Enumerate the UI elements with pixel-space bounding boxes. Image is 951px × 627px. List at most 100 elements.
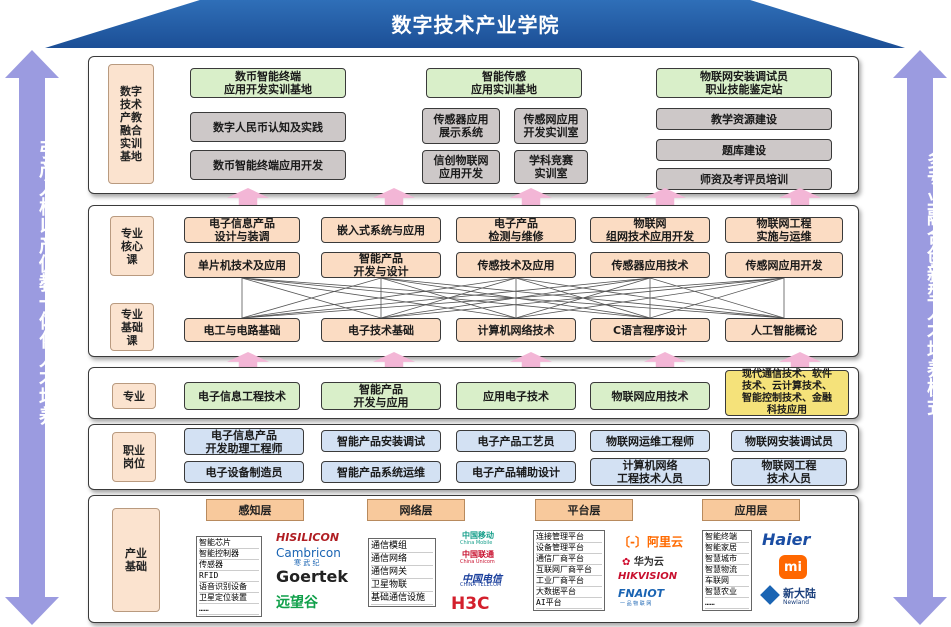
- course-connection-lines: [241, 277, 785, 319]
- huawei-flower-icon: ✿: [622, 557, 631, 568]
- core-course-2-1: 单片机技术及应用: [184, 252, 300, 278]
- left-double-arrow: [5, 50, 59, 625]
- core-course-2-5: 传感网应用开发: [725, 252, 843, 278]
- newland-logo: 新大陆: [783, 587, 816, 600]
- china-telecom-sub: CHINA TELECOM: [460, 582, 502, 588]
- dcep-terminal-dev-box: 数币智能终端应用开发: [190, 150, 346, 180]
- industry-label: 产业 基础: [112, 508, 160, 612]
- xinchuang-iot-box: 信创物联网 应用开发: [422, 150, 500, 184]
- page-title: 数字技术产业学院: [391, 13, 560, 37]
- list-item: 通信网络: [371, 553, 433, 566]
- list-item: 卫星物联: [371, 579, 433, 592]
- platform-layer-header: 平台层: [535, 499, 633, 521]
- core-course-1-4: 物联网 组网技术应用开发: [590, 217, 710, 243]
- aliyun-logo: 〔-〕阿里云: [618, 533, 683, 550]
- training-base-label: 数字 技术 产教 融合 实训 基地: [108, 64, 154, 184]
- huawei-cloud-name: 华为云: [633, 557, 664, 568]
- job-1-4: 物联网运维工程师: [590, 430, 710, 452]
- job-2-2: 智能产品系统运维: [321, 461, 441, 483]
- list-item: 智能家居: [705, 543, 749, 554]
- list-item: 智慧城市: [705, 554, 749, 565]
- basic-course-4: C语言程序设计: [590, 318, 710, 342]
- hisilicon-logo: HISILICON: [276, 531, 340, 544]
- list-item: 传感器: [199, 560, 259, 571]
- competition-lab-box: 学科竞赛 实训室: [514, 150, 588, 184]
- core-course-1-1: 电子信息产品 设计与装调: [184, 217, 300, 243]
- list-item: 工业厂商平台: [536, 576, 602, 587]
- huawei-cloud-logo: ✿ 华为云: [622, 553, 664, 568]
- job-1-5: 物联网安装调试员: [731, 430, 847, 452]
- list-item: 智慧农业: [705, 587, 749, 598]
- china-telecom-logo: 中国电信: [462, 574, 502, 585]
- list-item: ……: [705, 598, 749, 609]
- course-link-line: [241, 277, 382, 319]
- question-bank-box: 题库建设: [656, 139, 832, 161]
- major-2: 智能产品 开发与应用: [321, 382, 441, 410]
- application-layer-header: 应用层: [702, 499, 800, 521]
- core-course-2-3: 传感技术及应用: [456, 252, 576, 278]
- cambricon-sub: 寒 武 纪: [294, 559, 320, 567]
- xiaomi-logo: mi: [779, 555, 807, 579]
- china-unicom-sub: China Unicom: [460, 559, 495, 565]
- aliyun-icon: 〔-〕: [618, 535, 647, 549]
- basic-course-3: 计算机网络技术: [456, 318, 576, 342]
- major-4: 物联网应用技术: [590, 382, 710, 410]
- job-2-5: 物联网工程 技术人员: [731, 458, 847, 486]
- hikvision-logo: HIKVISION: [618, 571, 678, 582]
- iot-skill-station-header: 物联网安装调试员 职业技能鉴定站: [656, 68, 832, 98]
- haier-logo: Haier: [762, 530, 811, 549]
- course-link-line: [241, 277, 651, 319]
- sensor-display-system-box: 传感器应用 展示系统: [422, 108, 500, 144]
- list-item: 通信厂商平台: [536, 554, 602, 565]
- digital-currency-base-header: 数币智能终端 应用开发实训基地: [190, 68, 346, 98]
- list-item: 互联网厂商平台: [536, 565, 602, 576]
- china-mobile-logo: 中国移动: [462, 531, 494, 540]
- cambricon-logo: Cambricon: [276, 546, 341, 560]
- china-mobile-sub: China Mobile: [460, 540, 493, 546]
- course-link-line: [649, 277, 785, 319]
- network-list: 通信模组 通信网络 通信网关 卫星物联 基础通信设施: [368, 538, 436, 607]
- list-item: RFID: [199, 571, 259, 582]
- core-course-1-3: 电子产品 检测与维修: [456, 217, 576, 243]
- platform-list: 连接管理平台 设备管理平台 通信厂商平台 互联网厂商平台 工业厂商平台 大数据平…: [533, 530, 605, 611]
- title-banner: [45, 0, 905, 48]
- list-item: 智慧物流: [705, 565, 749, 576]
- list-item: 连接管理平台: [536, 532, 602, 543]
- core-course-2-2: 智能产品 开发与设计: [321, 252, 441, 278]
- list-item: 大数据平台: [536, 587, 602, 598]
- china-unicom-logo: 中国联通: [462, 550, 494, 559]
- core-course-1-2: 嵌入式系统与应用: [321, 217, 441, 243]
- list-item: AI平台: [536, 598, 602, 609]
- smart-sensing-base-header: 智能传感 应用实训基地: [426, 68, 582, 98]
- dcep-practice-box: 数字人民币认知及实践: [190, 112, 346, 142]
- network-layer-header: 网络层: [367, 499, 465, 521]
- job-1-3: 电子产品工艺员: [456, 430, 576, 452]
- course-link-line: [241, 277, 785, 319]
- list-item: 设备管理平台: [536, 543, 602, 554]
- aliyun-name: 阿里云: [646, 535, 683, 549]
- job-2-4: 计算机网络 工程技术人员: [590, 458, 710, 486]
- fnaiot-logo: FNAIOT: [618, 587, 665, 600]
- right-double-arrow: [893, 50, 947, 625]
- course-link-line: [515, 277, 785, 319]
- fnaiot-sub: 一 品 物 联 网: [620, 601, 652, 607]
- list-item: 语音识别设备: [199, 582, 259, 593]
- major-1: 电子信息工程技术: [184, 382, 300, 410]
- list-item: 通信模组: [371, 540, 433, 553]
- course-link-line: [380, 277, 785, 319]
- job-2-3: 电子产品辅助设计: [456, 461, 576, 483]
- list-item: 通信网关: [371, 566, 433, 579]
- left-side-text: 引产入校以产促教一体化人才培养: [36, 140, 58, 425]
- list-item: 基础通信设施: [371, 592, 433, 605]
- list-item: 智能控制器: [199, 549, 259, 560]
- h3c-logo: H3C: [451, 594, 490, 614]
- job-label: 职业 岗位: [112, 432, 156, 482]
- core-course-2-4: 传感器应用技术: [590, 252, 710, 278]
- major-label: 专业: [112, 383, 156, 409]
- job-1-1: 电子信息产品 开发助理工程师: [184, 428, 304, 455]
- course-link-line: [241, 277, 517, 319]
- teacher-training-box: 师资及考评员培训: [656, 168, 832, 190]
- newland-sub: Newland: [783, 599, 810, 606]
- sensor-net-lab-box: 传感网应用 开发实训室: [514, 108, 588, 144]
- basic-course-5: 人工智能概论: [725, 318, 843, 342]
